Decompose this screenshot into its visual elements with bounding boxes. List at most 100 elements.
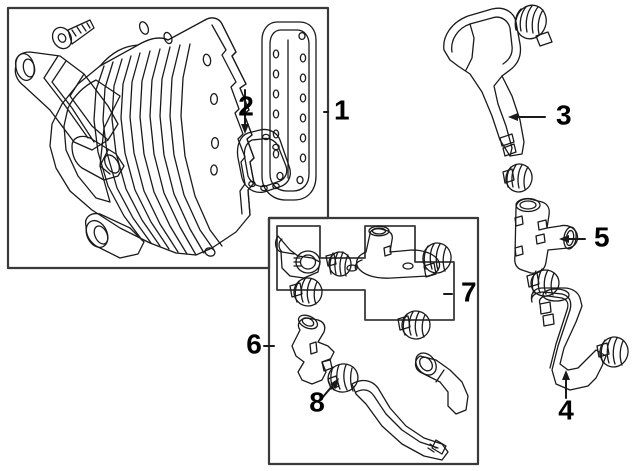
tee-top-opening [368,225,390,237]
clamp-tab [535,31,553,47]
tee-top-opening-inner [371,227,387,235]
cooler-gasket-long [261,21,317,201]
group-box-hose-kit [267,216,480,466]
spring-clamp [514,4,553,47]
gasket-hole [272,89,280,99]
hose-end-fitting [539,301,552,315]
mount-hole [209,92,219,106]
callout-number-8: 8 [309,386,325,417]
gasket-hole [272,49,280,59]
gasket-hole [272,69,280,79]
cooler-mounting-bolt [51,19,95,50]
cooler-inlet-pipe [14,51,119,151]
gasket-hole [299,73,307,83]
hose-clamp-8 [327,363,359,393]
leader-3-arrowhead [508,113,518,121]
callout-number-3: 3 [556,99,572,130]
gasket-hole [276,171,284,181]
spring-clamp [502,163,533,193]
tee-lug [383,245,392,257]
bolt-shank [67,19,95,45]
tee-lug [514,245,524,257]
tee-top-opening [515,197,541,213]
gasket-hole [298,31,306,41]
spring-clamp [397,310,431,340]
mount-hole [204,247,216,257]
leader-2-arrowhead [241,124,249,134]
outlet-opening [85,219,109,249]
clamp-tab [596,342,610,358]
outlet-opening-inner [93,225,109,245]
gasket-hole [248,180,256,188]
callout-number-6: 6 [246,328,262,359]
callout-number-4: 4 [558,394,574,425]
hose-end-fitting [542,313,555,327]
clamp-tab [327,375,340,390]
gasket-hole [261,133,271,141]
pipe-opening [297,314,319,330]
clamp-tab [502,168,515,184]
gasket-hole [260,184,268,192]
upper-coolant-hose [443,7,525,157]
leader-8-arrowhead [330,378,339,389]
callout-number-2: 2 [238,90,254,121]
gasket-hole [272,129,280,139]
spring-clamp [289,277,323,307]
gasket-hole [299,153,307,163]
gasket-hole [272,182,280,190]
tee-lug [537,219,548,231]
leader-5-arrowhead [559,235,569,243]
mount-hole [210,164,218,176]
tee-lug [514,215,524,227]
kit-hose-long [351,379,449,461]
clamp-tab [397,315,411,331]
elbow-hose [414,352,469,415]
bolt-threads [71,22,91,37]
gasket-hole [272,143,280,151]
leader-4-arrowhead [562,370,570,380]
clamp-tab [423,262,437,278]
elbow-opening [415,352,437,376]
gasket-hole [299,53,307,63]
group-box-clamp-set [276,225,455,321]
clamp-tab [325,253,337,267]
inlet-opening-inner [22,58,36,78]
oil-cooler-core [49,17,255,257]
pipe-lug [309,341,318,355]
gasket-hole [299,133,307,143]
tee-lug [535,233,546,245]
mount-hole [210,136,220,150]
spring-clamp [422,242,452,278]
hose-end-fitting [499,133,515,147]
spring-clamp [596,336,629,368]
callout-number-5: 5 [594,221,610,252]
gasket-hole [272,109,280,119]
cooler-outlet-port [84,212,145,259]
gasket-hole [296,175,304,185]
hose-end-fitting [502,143,517,157]
hose-end-fitting [431,439,447,455]
clamp-tab [289,282,303,298]
elbow-hose [274,235,321,279]
bolt-head [51,26,73,50]
clamp-tab [526,272,540,288]
hose-opening [542,288,570,302]
callout-number-1: 1 [334,94,350,125]
tee-port-hole [402,262,414,270]
callout-number-7: 7 [461,276,477,307]
tee-top-opening-inner [519,200,537,210]
elbow-ribs [293,257,303,267]
pipe-opening-inner [301,317,315,327]
gasket-hole [299,93,307,103]
tee-fitting [346,225,441,279]
mount-hole [202,53,212,67]
cooler-mid-tube [71,135,125,181]
connector-pipe [291,314,335,385]
tee-port-hole [346,264,358,272]
spring-clamp [325,251,352,277]
leader-8 [321,383,335,399]
bolt-head-drive [57,33,67,43]
mount-hole [138,21,150,35]
